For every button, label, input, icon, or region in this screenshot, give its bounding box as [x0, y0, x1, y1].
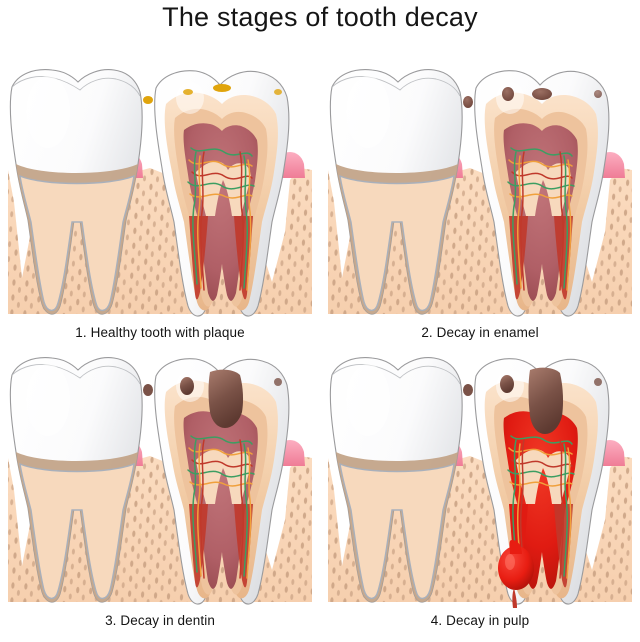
- nerve-and-vessel-network: [187, 147, 255, 291]
- nerve-and-vessel-network: [507, 147, 575, 291]
- caption-row-bottom: 3. Decay in dentin 4. Decay in pulp: [0, 610, 640, 628]
- panel-row-bottom: [0, 340, 640, 610]
- tooth-right-crosssection: [154, 70, 290, 317]
- panel-stage-1: [0, 52, 320, 322]
- caption-stage-1: 1. Healthy tooth with plaque: [75, 325, 245, 340]
- tooth-left-whole: [9, 69, 143, 315]
- tooth-diagram-stage-4: [328, 357, 632, 608]
- panel-row-top: [0, 52, 640, 322]
- tooth-right-crosssection: [474, 70, 610, 317]
- tooth-diagram-stage-3: [8, 357, 312, 605]
- tooth-left-whole: [329, 357, 463, 603]
- tooth-right-crosssection: [154, 358, 290, 605]
- caption-row-top: 1. Healthy tooth with plaque 2. Decay in…: [0, 322, 640, 340]
- nerve-and-vessel-network: [187, 435, 255, 579]
- caption-stage-4: 4. Decay in pulp: [430, 613, 530, 628]
- caries-lesion-enamel: [463, 87, 602, 108]
- tooth-left-whole: [329, 69, 463, 315]
- plaque-deposits: [143, 84, 282, 104]
- pulp-chamber-roof: [196, 161, 251, 216]
- caption-stage-2: 2. Decay in enamel: [421, 325, 539, 340]
- panel-stage-3: [0, 340, 320, 610]
- tooth-left-whole: [9, 357, 143, 603]
- periapical-abscess: [498, 540, 534, 608]
- tooth-diagram-stage-1: [8, 69, 312, 317]
- panel-stage-2: [320, 52, 640, 322]
- panel-stage-4: [320, 340, 640, 610]
- tooth-diagram-stage-2: [328, 69, 632, 317]
- caries-lesion-pulp: [463, 367, 602, 434]
- caption-stage-3: 3. Decay in dentin: [105, 613, 215, 628]
- panel-grid: 1. Healthy tooth with plaque 2. Decay in…: [0, 52, 640, 628]
- page-title: The stages of tooth decay: [162, 2, 478, 32]
- caries-lesion-dentin: [143, 369, 282, 428]
